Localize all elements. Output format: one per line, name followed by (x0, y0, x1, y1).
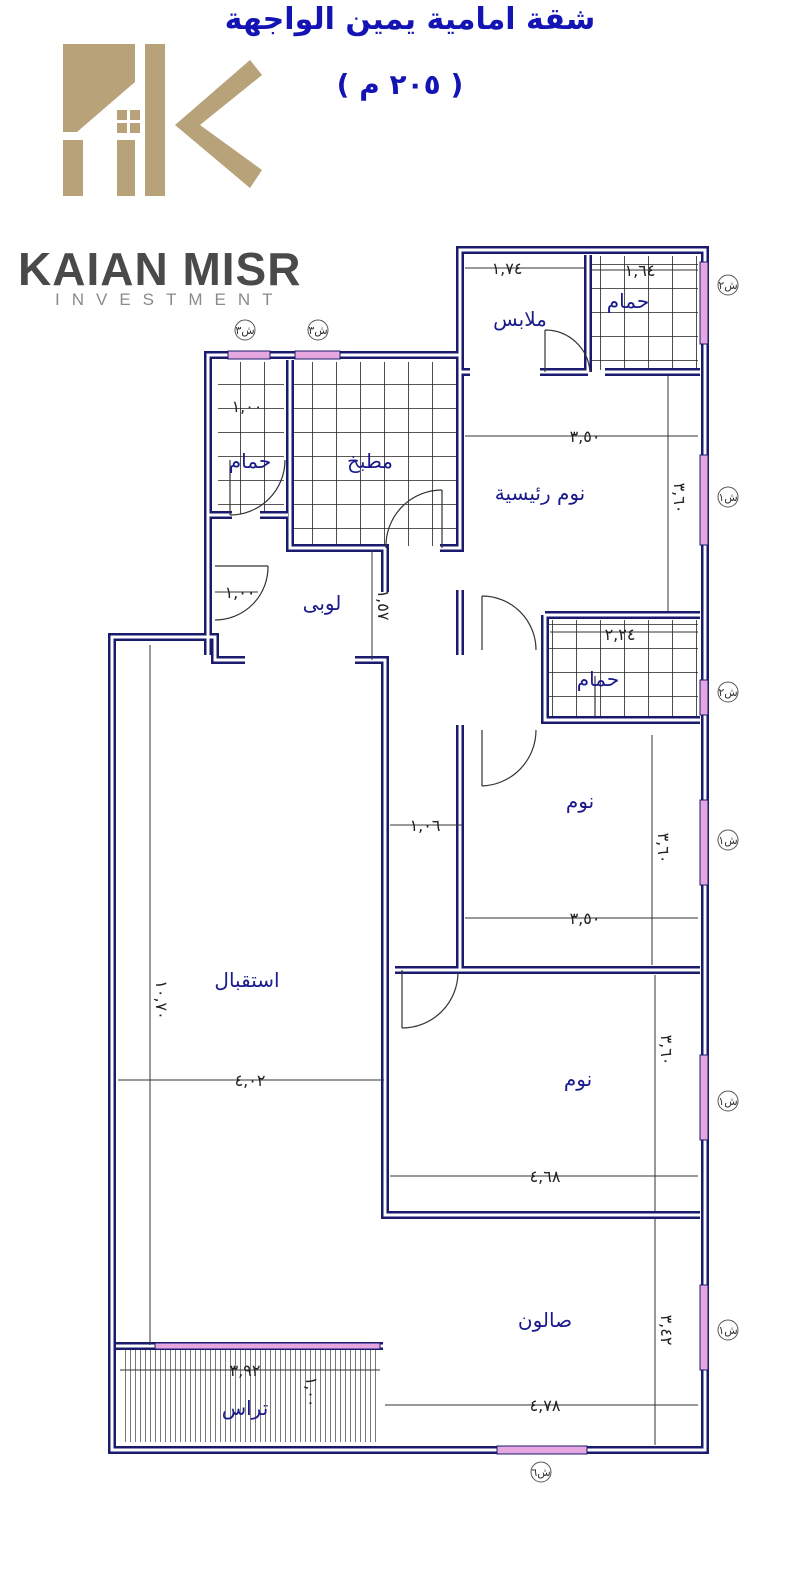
dim-bedroom1-w: ٣,٥٠ (570, 909, 601, 928)
logo-tagline: INVESTMENT (55, 290, 285, 309)
dim-reception-w: ٤,٠٢ (235, 1071, 266, 1090)
dim-bedroom1-h: ٣,٦٠ (654, 833, 673, 864)
dim-salon-h: ٣,٤٢ (657, 1315, 676, 1346)
window-tag-labels: ش٢ ش١ ش٢ ش١ ش١ ش١ ش٣ ش٣ ش٦ (235, 279, 737, 1479)
room-labels: ملابس حمام نوم رئيسية مطبخ حمام لوبى حما… (214, 289, 649, 1420)
room-master-bath: حمام (607, 289, 649, 313)
window-tag: ش٣ (235, 324, 254, 337)
logo-brand: KAIAN MISR (18, 243, 302, 295)
window-tag: ش١ (718, 491, 737, 504)
dim-master-w: ٣,٥٠ (570, 427, 601, 446)
dim-guest-bath-w: ١,٠٠ (232, 397, 263, 416)
logo-mark-icon (63, 44, 262, 196)
terrace-hatch (121, 1350, 377, 1442)
dim-master-bath-w: ١,٦٤ (625, 261, 656, 280)
window-tag: ش١ (718, 1095, 737, 1108)
window-tag: ش٣ (308, 324, 327, 337)
room-reception: استقبال (214, 968, 279, 992)
dim-bedroom2-w: ٤,٦٨ (530, 1167, 561, 1186)
guest-bath-tiles (218, 362, 284, 514)
room-salon: صالون (518, 1308, 572, 1332)
title-line-1: شقة امامية يمين الواجهة (224, 2, 596, 37)
dim-entrance-w: ١,٠٠ (225, 583, 256, 602)
dim-terrace-h: ١,٠٠ (302, 1377, 321, 1408)
room-kitchen: مطبخ (347, 449, 393, 473)
room-bedroom1: نوم (566, 789, 594, 813)
walls (108, 246, 709, 1454)
window-tag: ش١ (718, 1324, 737, 1337)
window-tag: ش٦ (531, 1466, 550, 1479)
dim-corridor-w: ١,٠٦ (410, 816, 441, 835)
dimension-labels: ١,٧٤ ١,٦٤ ٣,٥٠ ٣,٦٠ ١,٠٠ ١,٠٠ ١,٥٧ ٢,٢٤ … (152, 259, 689, 1415)
kaian-misr-logo: KAIAN MISR INVESTMENT (0, 30, 320, 309)
windows (154, 261, 709, 1455)
window-tag: ش١ (718, 834, 737, 847)
dim-dressing-w: ١,٧٤ (492, 259, 523, 278)
dim-bedroom2-h: ٣,٦٠ (657, 1035, 676, 1066)
room-dressing: ملابس (493, 307, 547, 331)
dim-terrace-w: ٣,٩٢ (230, 1361, 261, 1380)
doors (214, 329, 596, 1029)
dim-salon-w: ٤,٧٨ (530, 1396, 561, 1415)
room-terrace: تراس (222, 1396, 269, 1420)
room-guest-bath: حمام (229, 449, 271, 473)
dim-reception-h: ١٠,٧٠ (152, 980, 171, 1019)
window-tags (234, 274, 739, 1483)
room-lobby: لوبى (303, 591, 342, 615)
window-tag: ش٢ (718, 686, 737, 699)
bath2-tiles (548, 620, 698, 718)
dimension-lines (118, 267, 698, 1445)
room-bedroom2: نوم (564, 1067, 592, 1091)
room-bath2: حمام (577, 667, 619, 691)
room-master-bedroom: نوم رئيسية (495, 481, 586, 505)
dim-lobby-w: ١,٥٧ (374, 590, 393, 621)
window-tag: ش٢ (718, 279, 737, 292)
kitchen-tiles (293, 362, 457, 546)
title-area: ( ٢٠٥ م ) (336, 68, 464, 101)
dim-master-h: ٣,٦٠ (670, 483, 689, 514)
master-bath-tiles (590, 256, 698, 370)
dim-bath2-w: ٢,٢٤ (605, 625, 636, 644)
